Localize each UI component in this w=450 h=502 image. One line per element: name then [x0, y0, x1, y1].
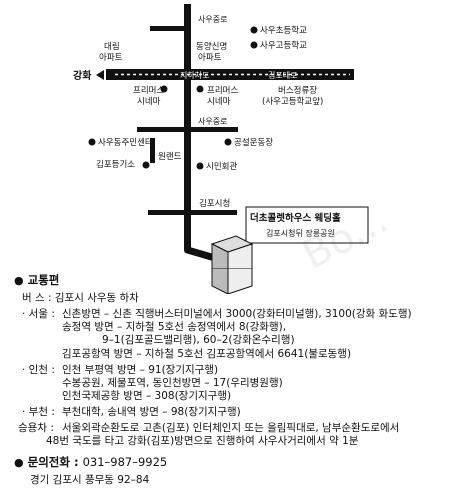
transport-heading: ● 교통편: [14, 273, 60, 288]
transport-heading-text: 교통편: [27, 273, 60, 287]
bucheon-line-1: 부천대학, 송내역 방면 – 98(장기지구행): [62, 406, 241, 418]
label-won-land: 원랜드: [158, 151, 182, 162]
road-label-saujung-top: 사우중로: [198, 15, 227, 24]
marker-premus-left: [160, 85, 168, 93]
svg-text:김포등기소: 김포등기소: [96, 159, 135, 170]
marker-premus-right: [196, 85, 204, 93]
seoul-line-3: 9–1(김포골드밸리행), 60–2(강화온수리행): [102, 334, 295, 346]
road-label-jihachado: 지하차도: [180, 70, 209, 80]
seoul-line-2: 송정역 방면 – 지하철 5호선 송정역에서 8(강화행),: [62, 321, 287, 333]
bus-label: 버 스 : 김포시 사우동 하차: [22, 292, 139, 304]
label-city-hall: 김포시청: [199, 198, 230, 209]
premus-left-l1: 프리머스: [133, 86, 164, 96]
seoul-line-1: 신촌방면 – 신촌 직행버스터미널에서 3000(강화터미널행), 3100(강…: [62, 308, 412, 320]
venue-sub: 김포시청뒤 장릉공원: [266, 228, 335, 238]
main-road-vertical: [184, 4, 191, 242]
road-label-gimpo-daero: 김포대로: [268, 70, 297, 80]
label-bus-stop: 버스정류장(사우고등학교앞): [262, 85, 323, 107]
daerim-l2: 아파트: [99, 52, 123, 63]
marker-civil-hall: 시민회관: [196, 161, 237, 172]
contact-heading-text: 문의전화 :: [27, 455, 79, 469]
building-icon: [210, 235, 254, 268]
ganghwa-arrow: [96, 70, 104, 80]
svg-text:공설운동장: 공설운동장: [234, 137, 273, 148]
contact-number: 031–987–9925: [82, 455, 168, 469]
address: 경기 김포시 풍무동 92–84: [30, 474, 150, 486]
incheon-line-3: 인천국제공항 방면 – 308(장기지구행): [62, 390, 232, 402]
road-mid-right: [191, 127, 238, 132]
marker-sau-elementary: 사우초등학교: [250, 25, 307, 36]
svg-text:사우고등학교: 사우고등학교: [260, 40, 307, 51]
contact-heading: ● 문의전화 : 031–987–9925: [14, 455, 168, 470]
bus-stop-l1: 버스정류장: [278, 85, 317, 96]
venue-name: 더초콜렛하우스 웨딩홀: [250, 212, 341, 224]
svg-text:사우동주민센터: 사우동주민센터: [98, 137, 153, 148]
incheon-label: · 인천 :: [22, 364, 55, 376]
transport-info: ● 교통편 버 스 : 김포시 사우동 하차 · 서울 : 신촌방면 – 신촌 …: [0, 270, 450, 502]
premus-left-l2: 시네마: [137, 97, 161, 107]
premus-right-l1: 프리머스: [207, 86, 238, 96]
dongyang-l1: 동양신명: [196, 41, 227, 52]
label-ganghwa: 강화: [73, 69, 92, 82]
car-label: 승용차 :: [18, 422, 54, 434]
road-mid-left: [137, 127, 184, 132]
seoul-label: · 서울 :: [22, 308, 55, 320]
marker-stadium: 공설운동장: [224, 137, 273, 148]
building-base: [211, 268, 253, 294]
road-branch-left: [150, 138, 155, 163]
svg-text:시민회관: 시민회관: [206, 161, 237, 172]
road-lower-left: [148, 210, 184, 215]
bus-stop-l2: (사우고등학교앞): [262, 96, 323, 107]
venue-callout: 더초콜렛하우스 웨딩홀 김포시청뒤 장릉공원: [231, 206, 369, 251]
road-to-venue: [184, 236, 216, 262]
car-line-2: 48번 국도를 타고 강화(김포)방면으로 진행하여 사우사거리에서 약 1분: [46, 435, 359, 447]
svg-text:사우초등학교: 사우초등학교: [260, 25, 307, 36]
marker-sau-high: 사우고등학교: [250, 40, 307, 51]
marker-police: 김포등기소: [96, 159, 150, 170]
car-line-1: 서울외곽순환도로 고촌(김포) 인터체인지 또는 올림픽대로, 남부순환도로에서: [62, 422, 400, 434]
premus-right-l2: 시네마: [207, 97, 231, 107]
seoul-line-4: 김포공항역 방면 – 지하철 5호선 김포공항역에서 6641(불로동행): [62, 348, 352, 360]
marker-community-center: 사우동주민센터: [88, 137, 153, 148]
daerim-l1: 대림: [104, 41, 120, 52]
dongyang-l2: 아파트: [198, 52, 222, 63]
incheon-line-2: 수봉공원, 제물포역, 동인천방면 – 17(우리병원행): [62, 377, 283, 389]
road-lower-right: [191, 210, 237, 215]
incheon-line-1: 인천 부평역 방면 – 91(장기지구행): [62, 364, 219, 376]
road-label-saujung-mid: 사우중로: [198, 117, 227, 126]
road-upper-left: [150, 26, 184, 31]
bucheon-label: · 부천 :: [22, 406, 55, 418]
